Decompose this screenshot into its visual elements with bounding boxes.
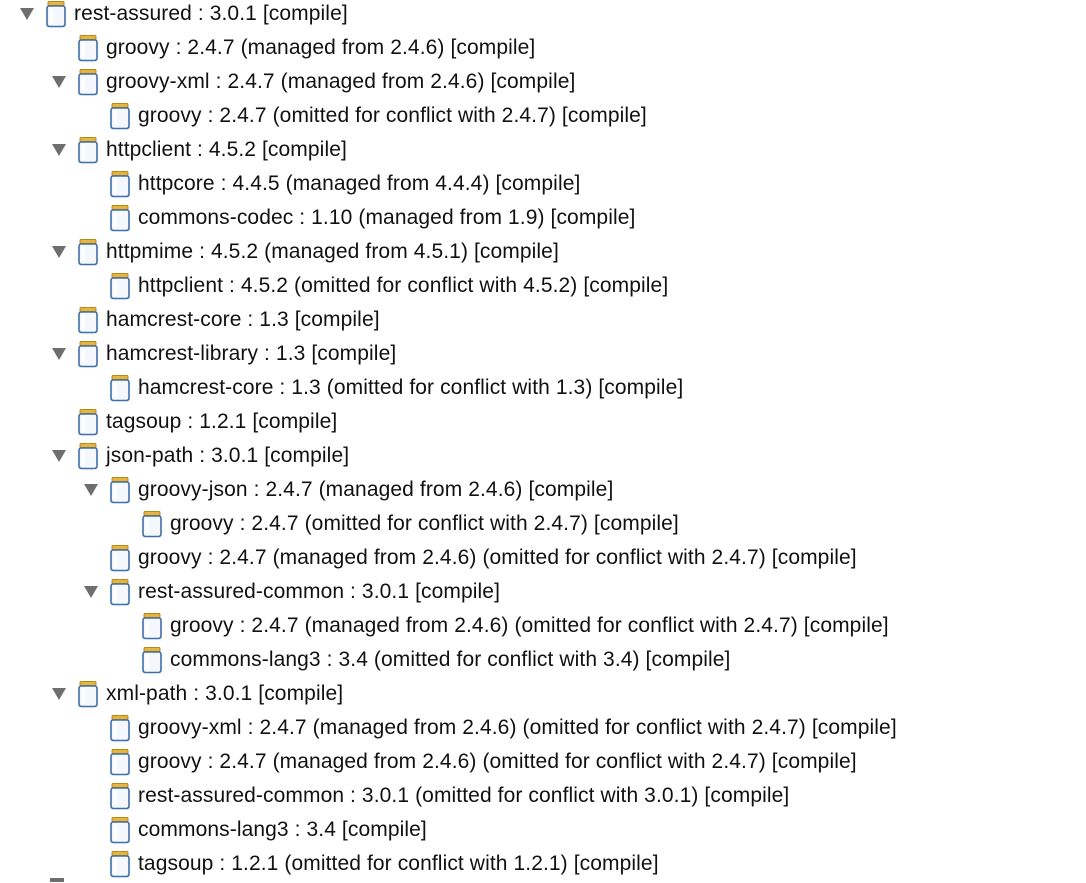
node-label: groovy : 2.4.7 (managed from 2.4.6) [com…	[106, 36, 536, 59]
chevron-down-icon[interactable]	[50, 346, 68, 362]
jar-icon	[108, 544, 132, 572]
jar-icon	[76, 680, 100, 708]
jar-icon	[108, 170, 132, 198]
chevron-down-icon[interactable]	[82, 584, 100, 600]
node-label: hamcrest-core : 1.3 [compile]	[106, 308, 380, 331]
jar-icon	[108, 850, 132, 878]
jar-icon	[76, 340, 100, 368]
node-label: groovy-xml : 2.4.7 (managed from 2.4.6) …	[138, 716, 897, 739]
node-label: hamcrest-core : 1.3 (omitted for conflic…	[138, 376, 684, 399]
jar-icon	[76, 68, 100, 96]
jar-icon	[108, 578, 132, 606]
chevron-down-icon[interactable]	[50, 448, 68, 464]
node-label: httpcore : 4.4.5 (managed from 4.4.4) [c…	[138, 172, 581, 195]
chevron-down-icon[interactable]	[50, 878, 64, 882]
chevron-down-icon[interactable]	[50, 74, 68, 90]
jar-icon	[76, 34, 100, 62]
jar-icon	[44, 0, 68, 28]
tree-row[interactable]: groovy : 2.4.7 (managed from 2.4.6) [com…	[0, 31, 1086, 65]
tree-row[interactable]: groovy-json : 2.4.7 (managed from 2.4.6)…	[0, 473, 1086, 507]
node-label: rest-assured-common : 3.0.1 [compile]	[138, 580, 501, 603]
tree-row[interactable]: tagsoup : 1.2.1 (omitted for conflict wi…	[0, 847, 1086, 881]
jar-icon	[108, 748, 132, 776]
tree-row[interactable]: groovy-xml : 2.4.7 (managed from 2.4.6) …	[0, 711, 1086, 745]
node-label: tagsoup : 1.2.1 (omitted for conflict wi…	[138, 852, 659, 875]
tree-row[interactable]: hamcrest-library : 1.3 [compile]	[0, 337, 1086, 371]
tree-row[interactable]: commons-codec : 1.10 (managed from 1.9) …	[0, 201, 1086, 235]
node-label: groovy-json : 2.4.7 (managed from 2.4.6)…	[138, 478, 614, 501]
node-label: commons-lang3 : 3.4 [compile]	[138, 818, 427, 841]
node-label: httpmime : 4.5.2 (managed from 4.5.1) [c…	[106, 240, 559, 263]
tree-row[interactable]: groovy : 2.4.7 (managed from 2.4.6) (omi…	[0, 609, 1086, 643]
tree-row[interactable]: xml-path : 3.0.1 [compile]	[0, 677, 1086, 711]
tree-row[interactable]: httpmime : 4.5.2 (managed from 4.5.1) [c…	[0, 235, 1086, 269]
node-label: groovy : 2.4.7 (omitted for conflict wit…	[138, 104, 647, 127]
chevron-down-icon[interactable]	[82, 482, 100, 498]
tree-row[interactable]: tagsoup : 1.2.1 [compile]	[0, 405, 1086, 439]
node-label: rest-assured : 3.0.1 [compile]	[74, 2, 348, 25]
tree-row[interactable]: rest-assured-common : 3.0.1 (omitted for…	[0, 779, 1086, 813]
jar-icon	[108, 272, 132, 300]
jar-icon	[140, 646, 164, 674]
node-label: json-path : 3.0.1 [compile]	[106, 444, 350, 467]
tree-row[interactable]: commons-lang3 : 3.4 (omitted for conflic…	[0, 643, 1086, 677]
jar-icon	[108, 816, 132, 844]
jar-icon	[76, 306, 100, 334]
tree-row[interactable]: hamcrest-core : 1.3 (omitted for conflic…	[0, 371, 1086, 405]
node-label: rest-assured-common : 3.0.1 (omitted for…	[138, 784, 790, 807]
node-label: commons-codec : 1.10 (managed from 1.9) …	[138, 206, 636, 229]
chevron-down-icon[interactable]	[50, 142, 68, 158]
jar-icon	[108, 204, 132, 232]
jar-icon	[108, 102, 132, 130]
jar-icon	[140, 612, 164, 640]
tree-row[interactable]: rest-assured-common : 3.0.1 [compile]	[0, 575, 1086, 609]
tree-row[interactable]: httpclient : 4.5.2 (omitted for conflict…	[0, 269, 1086, 303]
tree-row[interactable]: groovy : 2.4.7 (omitted for conflict wit…	[0, 99, 1086, 133]
jar-icon	[76, 408, 100, 436]
jar-icon	[76, 442, 100, 470]
node-label: groovy : 2.4.7 (managed from 2.4.6) (omi…	[138, 750, 857, 773]
tree-row[interactable]: hamcrest-core : 1.3 [compile]	[0, 303, 1086, 337]
tree-row[interactable]: json-path : 3.0.1 [compile]	[0, 439, 1086, 473]
node-label: hamcrest-library : 1.3 [compile]	[106, 342, 397, 365]
jar-icon	[76, 238, 100, 266]
jar-icon	[140, 510, 164, 538]
jar-icon	[76, 136, 100, 164]
node-label: httpclient : 4.5.2 [compile]	[106, 138, 347, 161]
chevron-down-icon[interactable]	[18, 6, 36, 22]
node-label: commons-lang3 : 3.4 (omitted for conflic…	[170, 648, 731, 671]
jar-icon	[108, 714, 132, 742]
node-label: groovy : 2.4.7 (omitted for conflict wit…	[170, 512, 679, 535]
jar-icon	[108, 782, 132, 810]
node-label: groovy : 2.4.7 (managed from 2.4.6) (omi…	[138, 546, 857, 569]
jar-icon	[108, 476, 132, 504]
tree-row[interactable]: groovy-xml : 2.4.7 (managed from 2.4.6) …	[0, 65, 1086, 99]
chevron-down-icon[interactable]	[50, 244, 68, 260]
chevron-down-icon[interactable]	[50, 686, 68, 702]
node-label: xml-path : 3.0.1 [compile]	[106, 682, 344, 705]
tree-row[interactable]: httpclient : 4.5.2 [compile]	[0, 133, 1086, 167]
tree-row[interactable]: rest-assured : 3.0.1 [compile]	[0, 0, 1086, 31]
tree-row[interactable]: groovy : 2.4.7 (omitted for conflict wit…	[0, 507, 1086, 541]
node-label: tagsoup : 1.2.1 [compile]	[106, 410, 338, 433]
node-label: groovy-xml : 2.4.7 (managed from 2.4.6) …	[106, 70, 576, 93]
node-label: groovy : 2.4.7 (managed from 2.4.6) (omi…	[170, 614, 889, 637]
tree-row[interactable]: httpcore : 4.4.5 (managed from 4.4.4) [c…	[0, 167, 1086, 201]
jar-icon	[108, 374, 132, 402]
tree-row[interactable]: commons-lang3 : 3.4 [compile]	[0, 813, 1086, 847]
node-label: httpclient : 4.5.2 (omitted for conflict…	[138, 274, 669, 297]
tree-row[interactable]: groovy : 2.4.7 (managed from 2.4.6) (omi…	[0, 541, 1086, 575]
tree-row[interactable]: groovy : 2.4.7 (managed from 2.4.6) (omi…	[0, 745, 1086, 779]
